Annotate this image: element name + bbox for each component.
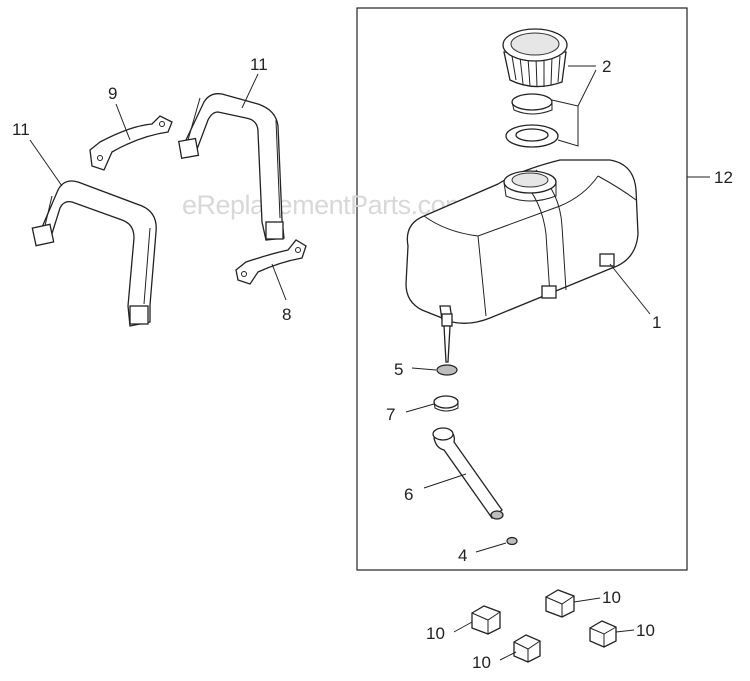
callout-1: 1 [652, 313, 661, 332]
callout-10-c: 10 [636, 621, 655, 640]
watermark: eReplacementParts.com [182, 190, 467, 220]
rubber-pad-b [545, 589, 575, 618]
callout-11-left: 11 [12, 120, 30, 139]
bracket-clip-8 [235, 239, 307, 285]
rubber-pad-c [589, 620, 617, 648]
bracket-clip-9 [89, 115, 173, 171]
tank-strap-right [177, 93, 285, 241]
callout-4: 4 [458, 546, 467, 565]
cap-gasket [511, 93, 553, 115]
rubber-pad-d [513, 634, 541, 663]
callout-6: 6 [404, 485, 413, 504]
callout-7: 7 [386, 405, 395, 424]
leader-lines [29, 65, 710, 661]
callout-10-a: 10 [426, 624, 445, 643]
fuel-tank [405, 159, 639, 324]
hose-fitting [506, 536, 518, 546]
callout-8: 8 [282, 305, 291, 324]
tank-strap-left [31, 180, 157, 327]
callout-12: 12 [714, 168, 733, 187]
fuel-hose [432, 427, 504, 520]
callout-10-d: 10 [472, 653, 491, 672]
cap-seal-ring [505, 124, 559, 148]
fuel-filter [436, 313, 458, 376]
callout-10-b: 10 [602, 588, 621, 607]
callout-2: 2 [602, 57, 611, 76]
rubber-pad-a [471, 605, 501, 635]
callout-5: 5 [394, 360, 403, 379]
callout-11-right: 11 [250, 55, 268, 74]
fuel-cap [502, 28, 568, 88]
callout-9: 9 [108, 84, 117, 103]
tank-assembly-frame [356, 7, 688, 571]
hose-clamp [433, 395, 459, 412]
